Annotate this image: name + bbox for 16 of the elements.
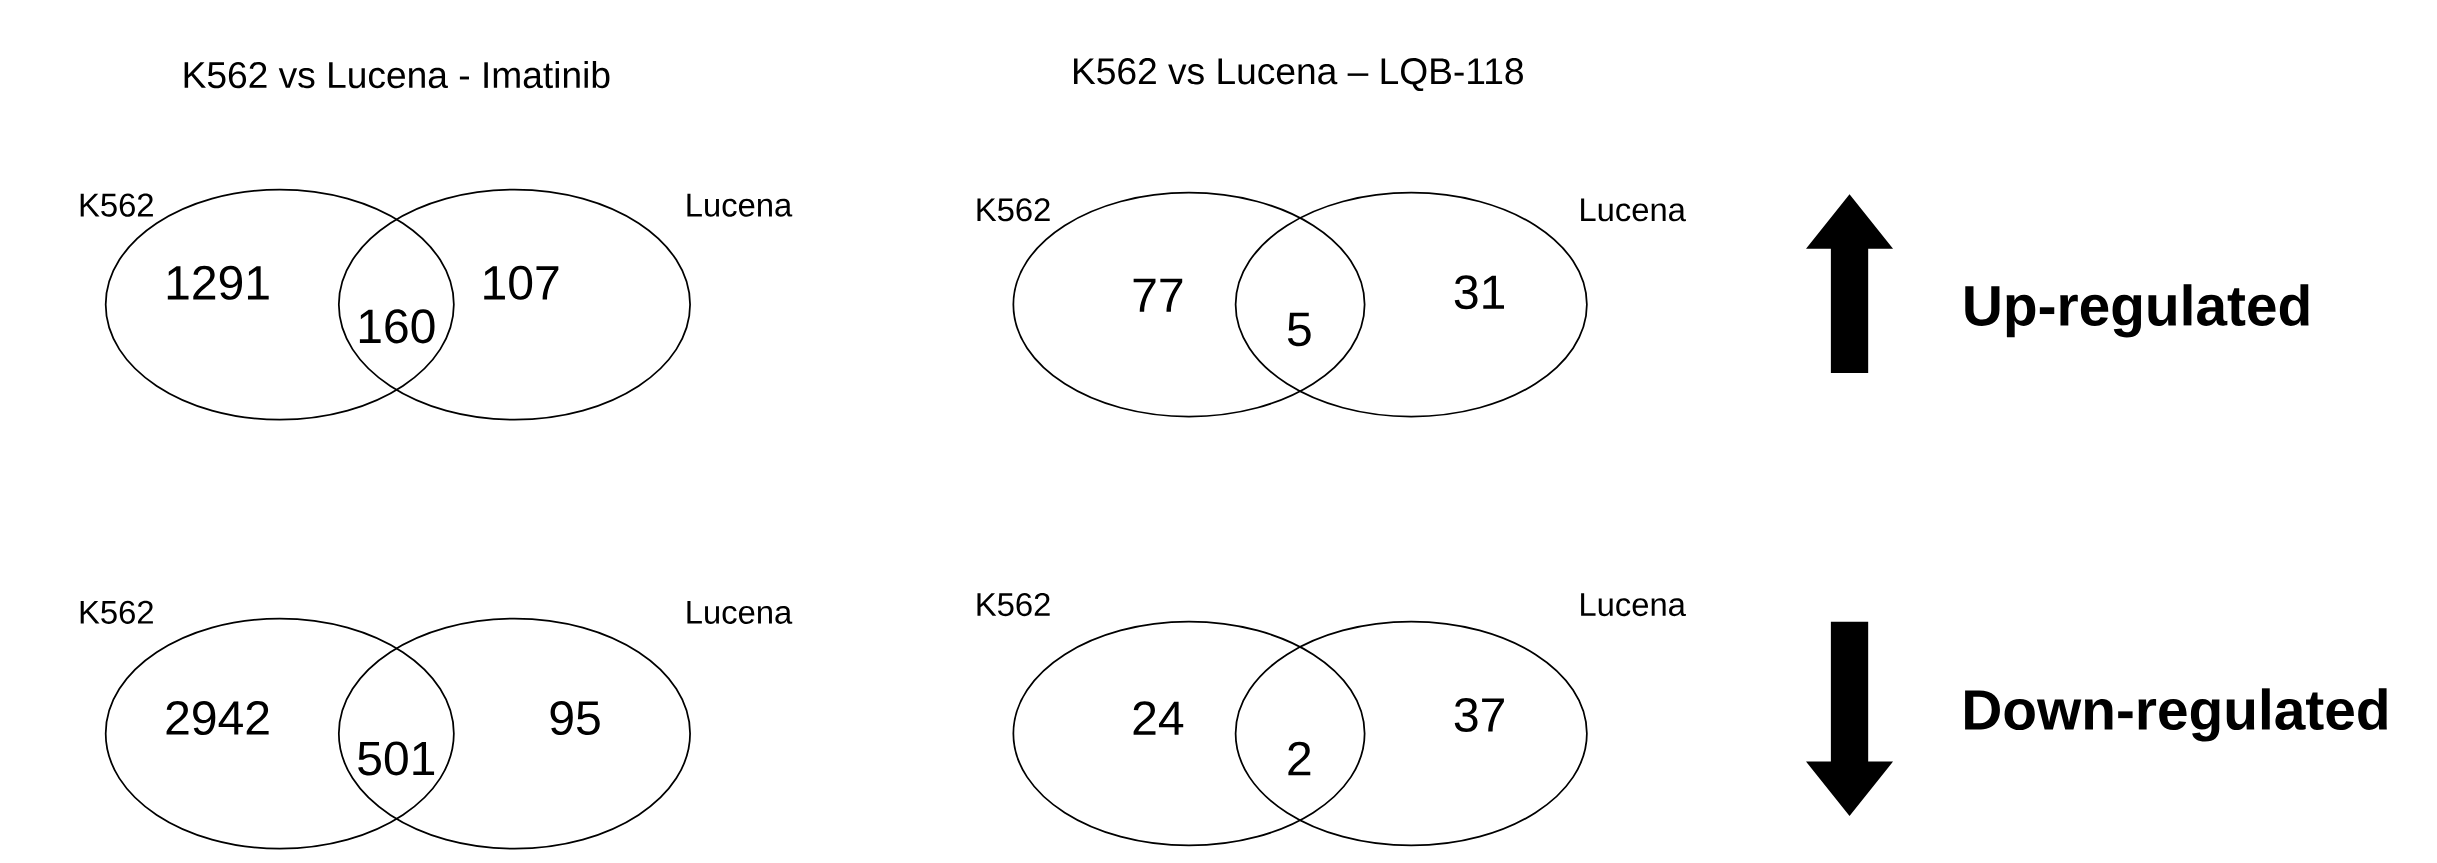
overlap-count: 2 xyxy=(1288,741,1311,776)
set-label: K562 xyxy=(977,198,1050,222)
overlap-count: 160 xyxy=(359,309,435,344)
overlap-count: 501 xyxy=(358,741,435,776)
panel-title: K562 vs Lucena - Imatinib xyxy=(184,61,610,89)
set-label: K562 xyxy=(80,600,153,625)
regulation-label: Down-regulated xyxy=(1965,688,2387,742)
panel-title: K562 vs Lucena – LQB-118 xyxy=(1074,58,1523,92)
set-label: K562 xyxy=(80,193,153,217)
set-label: K562 xyxy=(977,593,1050,617)
overlap-count: 5 xyxy=(1287,312,1311,347)
regulation-label: Up-regulated xyxy=(1965,284,2309,338)
set-label: Lucena xyxy=(687,601,793,625)
set-label: Lucena xyxy=(687,194,793,217)
set-label: Lucena xyxy=(1581,593,1686,617)
set-label: Lucena xyxy=(1581,198,1686,222)
